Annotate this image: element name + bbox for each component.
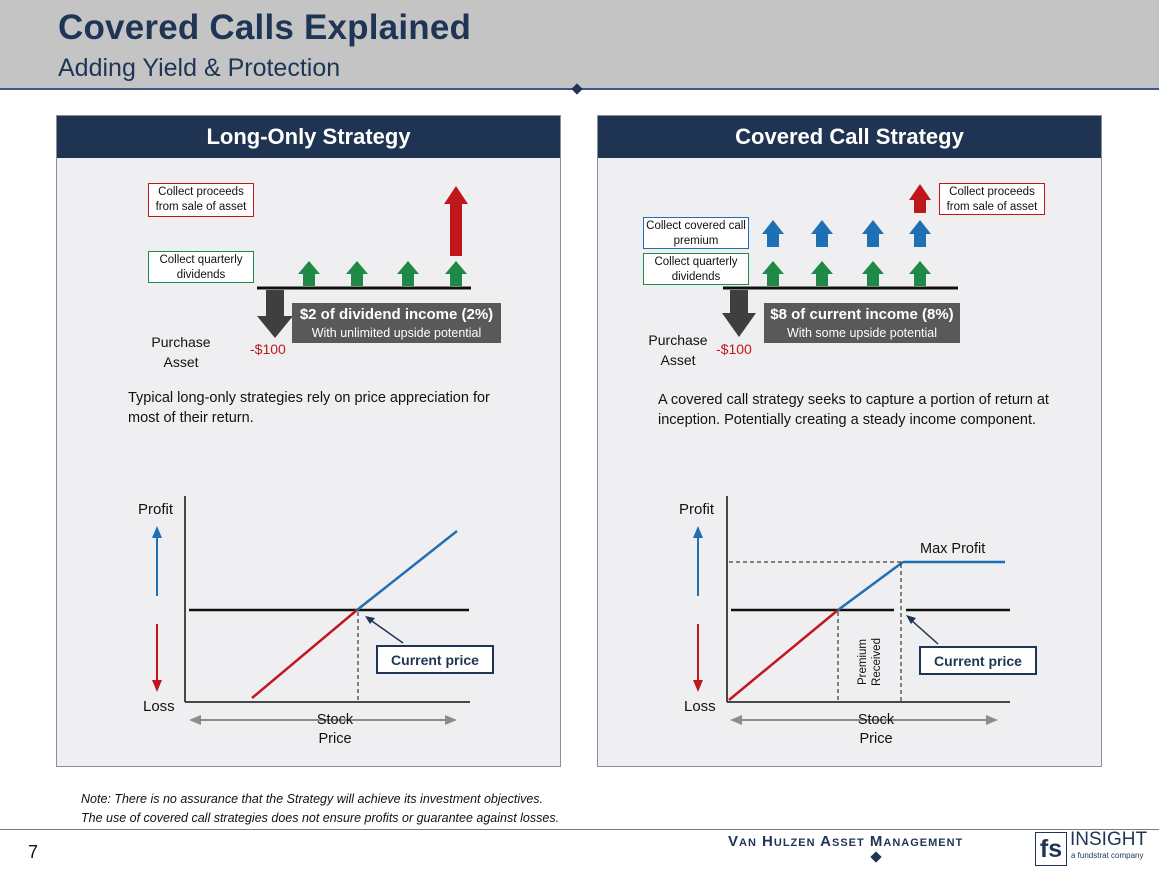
income-callout: $2 of dividend income (2%) With unlimite… [292, 303, 501, 343]
premium-box: Collect covered call premium [643, 217, 749, 249]
covered-call-graphics [693, 184, 1010, 725]
long-only-title: Long-Only Strategy [57, 116, 560, 158]
proceeds-up-arrow [444, 186, 468, 256]
purchase-asset-label: Purchase Asset [648, 332, 708, 368]
proceeds-box: Collect proceeds from sale of asset [939, 183, 1045, 215]
dividend-arrow [862, 261, 884, 286]
loss-payoff-line [251, 609, 358, 699]
proceeds-box: Collect proceeds from sale of asset [148, 183, 254, 217]
loss-label: Loss [143, 698, 175, 715]
logo-tagline: a fundstrat company [1071, 851, 1144, 860]
dividend-arrow [445, 261, 467, 286]
current-price-pointer [909, 618, 939, 645]
premium-arrow [862, 220, 884, 247]
profit-payoff-line [837, 560, 904, 612]
purchase-down-arrow [257, 290, 293, 338]
purchase-asset-label: Purchase Asset [151, 334, 211, 370]
current-price-box: Current price [376, 645, 494, 674]
profit-payoff-line [356, 530, 458, 611]
income-sub: With unlimited upside potential [311, 326, 482, 340]
dividend-arrow [397, 261, 419, 286]
premium-arrow [811, 220, 833, 247]
income-main: $2 of dividend income (2%) [299, 306, 494, 323]
dividends-box: Collect quarterly dividends [643, 253, 749, 285]
profit-label: Profit [679, 501, 715, 518]
premium-arrow [909, 220, 931, 247]
slide-subtitle: Adding Yield & Protection [58, 54, 341, 82]
diamond-ornament [870, 851, 882, 863]
cost-label: -$100 [716, 341, 752, 357]
dividend-arrow [346, 261, 368, 286]
insight-logo: INSIGHT [1070, 829, 1148, 850]
covered-call-title: Covered Call Strategy [598, 116, 1101, 158]
cost-label: -$100 [250, 341, 286, 357]
stock-price-label: Stock Price [857, 712, 895, 747]
premium-arrow [762, 220, 784, 247]
title-bar: Covered Calls Explained Adding Yield & P… [0, 0, 1159, 88]
loss-label: Loss [684, 698, 716, 715]
loss-payoff-line [728, 609, 839, 701]
note-line-1: Note: There is no assurance that the Str… [81, 792, 544, 806]
proceeds-up-arrow [909, 184, 931, 213]
dividends-box: Collect quarterly dividends [148, 251, 254, 283]
long-only-panel: Long-Only Strategy [56, 115, 561, 767]
profit-label: Profit [138, 501, 174, 518]
slide-title: Covered Calls Explained [58, 8, 472, 47]
long-only-description: Typical long-only strategies rely on pri… [128, 390, 490, 426]
premium-label-1: Premium [857, 639, 869, 686]
current-price-box: Current price [919, 646, 1037, 675]
premium-label-2: Received [871, 638, 883, 686]
income-main: $8 of current income (8%) [770, 306, 954, 323]
stock-price-label: Stock Price [316, 712, 354, 747]
firm-name: Van Hulzen Asset Management [728, 833, 964, 850]
covered-call-panel: Covered Call Strategy [597, 115, 1102, 767]
dividend-arrow [762, 261, 784, 286]
current-price-pointer [368, 618, 404, 644]
page-number: 7 [28, 842, 39, 862]
purchase-down-arrow [722, 290, 756, 337]
fs-logo-icon: fs [1035, 832, 1067, 866]
max-profit-label: Max Profit [920, 541, 986, 557]
long-only-graphics [152, 186, 471, 725]
dividend-arrow [811, 261, 833, 286]
dividend-arrow [298, 261, 320, 286]
dividend-arrow [909, 261, 931, 286]
note-line-2: The use of covered call strategies does … [81, 811, 560, 825]
premium-received-label: Premium Received [856, 632, 884, 692]
income-sub: With some upside potential [786, 326, 938, 340]
footer-divider [0, 829, 1159, 830]
covered-call-description: A covered call strategy seeks to capture… [658, 392, 1049, 428]
disclaimer-note: Note: There is no assurance that the Str… [81, 790, 559, 828]
income-callout: $8 of current income (8%) With some upsi… [764, 303, 960, 343]
